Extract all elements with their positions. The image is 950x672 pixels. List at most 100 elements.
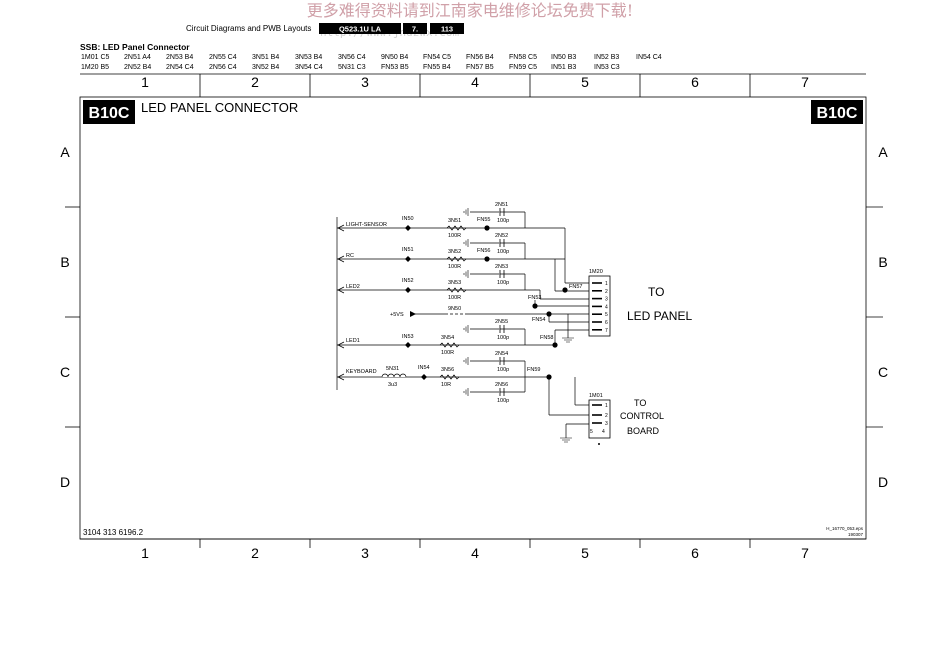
section-title: SSB: LED Panel Connector xyxy=(80,42,190,52)
file-ref: H_16770_053.eps xyxy=(826,526,864,531)
svg-text:100R: 100R xyxy=(448,233,461,239)
svg-text:5: 5 xyxy=(590,429,593,435)
header-chapter: 7. xyxy=(412,25,418,34)
svg-text:FN58: FN58 xyxy=(540,335,553,341)
svg-text:FN56: FN56 xyxy=(477,248,490,254)
ground-icon xyxy=(463,239,469,247)
resistor-3n52-icon xyxy=(446,256,467,262)
resistor-3n53-icon xyxy=(446,287,467,293)
svg-text:3N53: 3N53 xyxy=(448,280,461,286)
svg-text:FN54: FN54 xyxy=(532,317,545,323)
svg-text:2N54: 2N54 xyxy=(495,351,508,357)
reference-cell: 5N31 C3 xyxy=(338,64,366,71)
reference-cell: FN55 B4 xyxy=(423,64,451,71)
capacitor: 2N54 100p xyxy=(463,351,509,373)
resistor-labels: 3N51 100R 3N52 100R 3N53 100R 3N54 100R … xyxy=(441,218,461,388)
svg-text:2N56: 2N56 xyxy=(495,382,508,388)
capacitor: 2N56 100p xyxy=(463,382,509,404)
reference-cell: 3N51 B4 xyxy=(252,54,279,61)
reference-cell: IN52 B3 xyxy=(594,54,619,61)
watermark-text: 更多难得资料请到江南家电维修论坛免费下载! xyxy=(307,1,633,20)
reference-cell: 2N55 C4 xyxy=(209,54,237,61)
column-label-top: 1 xyxy=(141,74,149,90)
svg-text:5N31: 5N31 xyxy=(386,366,399,372)
reference-cell: FN54 C5 xyxy=(423,54,451,61)
ground-icon xyxy=(463,388,469,396)
reference-cell: FN53 B5 xyxy=(381,64,409,71)
column-label-top: 2 xyxy=(251,74,259,90)
svg-text:100p: 100p xyxy=(497,218,509,224)
svg-text:6: 6 xyxy=(605,320,608,326)
svg-text:100R: 100R xyxy=(441,350,454,356)
block-id-right: B10C xyxy=(811,100,863,124)
reference-cell: 3N56 C4 xyxy=(338,54,366,61)
arrow-5vs-icon xyxy=(410,311,416,317)
svg-text:100p: 100p xyxy=(497,335,509,341)
ground-icon xyxy=(562,337,574,343)
reference-cell: IN53 C3 xyxy=(594,64,620,71)
led-panel-label-to: TO xyxy=(648,285,664,299)
svg-text:1: 1 xyxy=(605,281,608,287)
reference-cell: FN58 C5 xyxy=(509,54,537,61)
signal-led2: LED2 xyxy=(346,284,360,290)
column-label-bottom: 6 xyxy=(691,545,699,561)
schematic-wires xyxy=(336,211,590,438)
row-label-left: D xyxy=(60,474,70,490)
label-in53: IN53 xyxy=(402,334,414,340)
column-label-bottom: 7 xyxy=(801,545,809,561)
row-label-right: D xyxy=(878,474,888,490)
column-label-bottom: 1 xyxy=(141,545,149,561)
svg-text:3N52: 3N52 xyxy=(448,249,461,255)
bead-in50-icon xyxy=(405,225,411,231)
svg-text:2N55: 2N55 xyxy=(495,319,508,325)
ground-icon xyxy=(463,357,469,365)
ground-icon xyxy=(463,325,469,333)
ground-symbols xyxy=(560,337,574,443)
resistor-3n56-icon xyxy=(439,374,460,380)
coil-icon xyxy=(381,373,407,378)
reference-cell: 3N52 B4 xyxy=(252,64,279,71)
header-model: Q523.1U LA xyxy=(339,25,382,34)
header-model-box: Q523.1U LA xyxy=(319,23,401,34)
svg-text:3N54: 3N54 xyxy=(441,335,454,341)
svg-text:3u3: 3u3 xyxy=(388,382,397,388)
label-in51: IN51 xyxy=(402,247,414,253)
row-label-left: C xyxy=(60,364,70,380)
label-in54: IN54 xyxy=(418,365,430,371)
svg-text:100p: 100p xyxy=(497,398,509,404)
block-title: LED PANEL CONNECTOR xyxy=(141,100,298,115)
block-id-left-text: B10C xyxy=(89,105,130,122)
reference-cell: 3N54 C4 xyxy=(295,64,323,71)
svg-text:2: 2 xyxy=(605,413,608,419)
svg-text:100R: 100R xyxy=(448,264,461,270)
svg-text:100p: 100p xyxy=(497,367,509,373)
reference-cell: IN51 B3 xyxy=(551,64,576,71)
column-label-top: 5 xyxy=(581,74,589,90)
svg-text:3N56: 3N56 xyxy=(441,367,454,373)
row-label-left: A xyxy=(60,144,70,160)
resistor-3n51-icon xyxy=(446,225,467,231)
arrow-rc-icon xyxy=(337,255,345,263)
column-label-bottom: 2 xyxy=(251,545,259,561)
reference-cell: 1M01 C5 xyxy=(81,54,110,61)
svg-text:1: 1 xyxy=(605,403,608,409)
row-label-right: B xyxy=(878,254,887,270)
led-panel-label: LED PANEL xyxy=(627,309,692,323)
svg-text:FN57: FN57 xyxy=(569,284,582,290)
header-chapter-box: 7. xyxy=(403,23,427,34)
drawing-frame xyxy=(79,73,867,540)
ground-icon xyxy=(463,270,469,278)
control-board-label-control: CONTROL xyxy=(620,411,664,421)
reference-cell: 2N54 C4 xyxy=(166,64,194,71)
ground-icon xyxy=(463,208,469,216)
junction-dots xyxy=(484,225,568,380)
svg-text:100p: 100p xyxy=(497,280,509,286)
block-id-left: B10C xyxy=(83,100,135,124)
block-id-right-text: B10C xyxy=(817,105,858,122)
reference-cell: 3N53 B4 xyxy=(295,54,322,61)
